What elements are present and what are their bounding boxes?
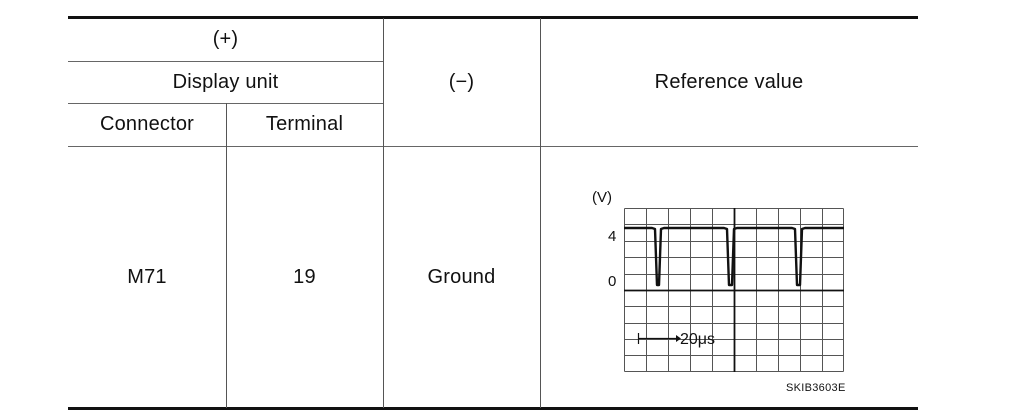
- header-divider-display-unit: [68, 103, 383, 104]
- col-divider-plus-minus: [383, 18, 384, 408]
- header-reference-value: Reference value: [654, 70, 804, 93]
- header-plus: (+): [212, 28, 239, 50]
- cell-terminal: 19: [293, 265, 316, 288]
- image-code: SKIB3603E: [786, 382, 846, 394]
- col-divider-connector-terminal: [226, 103, 227, 408]
- header-terminal: Terminal: [265, 113, 344, 135]
- waveform-y-tick-0: 0: [608, 273, 617, 290]
- waveform-y-tick-4: 4: [608, 228, 617, 245]
- time-scale-arrow-head: [676, 335, 681, 342]
- table-top-rule: [68, 16, 918, 19]
- cell-connector: M71: [127, 265, 167, 288]
- cell-minus: Ground: [427, 265, 496, 288]
- header-minus: (−): [448, 70, 475, 93]
- header-display-unit: Display unit: [172, 70, 279, 93]
- header-bottom-rule: [68, 146, 918, 147]
- col-divider-minus-reference: [540, 18, 541, 408]
- table-bottom-rule: [68, 407, 918, 410]
- waveform-signal-trace: [624, 226, 844, 287]
- header-divider-plus: [68, 61, 383, 62]
- waveform-y-unit: (V): [592, 189, 612, 206]
- header-connector: Connector: [99, 113, 195, 135]
- waveform-oscilloscope: 20μs: [624, 208, 844, 372]
- time-scale-label: 20μs: [680, 331, 715, 348]
